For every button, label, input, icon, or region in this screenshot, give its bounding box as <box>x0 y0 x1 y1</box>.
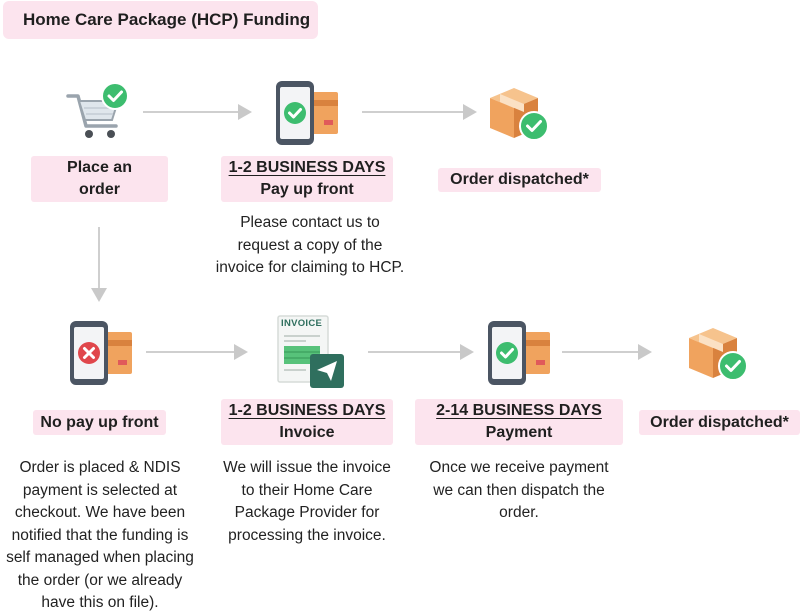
invoice-icon-text: INVOICE <box>281 318 323 329</box>
desc-line: payment is selected at <box>22 481 178 499</box>
label-payment: 2-14 BUSINESS DAYS Payment <box>415 399 623 445</box>
phone-card-check-icon <box>276 81 338 145</box>
no-pay-up-front-description: Order is placed & NDIS payment is select… <box>0 457 200 613</box>
label-order-dispatched-bottom: Order dispatched* <box>639 410 800 435</box>
desc-line: Please contact us to <box>240 214 380 231</box>
desc-line: request a copy of the <box>237 236 383 254</box>
desc-line: self managed when placing <box>6 549 194 566</box>
label-order-dispatched-top: Order dispatched* <box>438 168 601 192</box>
invoice-label: Invoice <box>279 424 335 441</box>
pay-up-front-label: Pay up front <box>260 181 354 198</box>
label-place-order-line2: order <box>79 181 120 198</box>
cart-check-icon <box>66 82 129 138</box>
phone-card-cross-icon <box>70 321 132 385</box>
desc-line: Once we receive payment <box>429 459 609 476</box>
box-check-icon <box>490 88 549 141</box>
box-check-icon <box>689 328 748 381</box>
invoice-send-icon: INVOICE <box>276 314 346 390</box>
label-no-pay-up-front: No pay up front <box>33 410 166 435</box>
desc-line: notified that the funding is <box>11 526 189 544</box>
no-pay-up-front-text: No pay up front <box>40 413 159 431</box>
order-dispatched-top-text: Order dispatched* <box>450 171 589 188</box>
payment-label: Payment <box>485 424 553 441</box>
desc-line: we can then dispatch the <box>433 481 605 499</box>
label-place-order: Place an order <box>31 156 168 202</box>
payment-description: Once we receive payment we can then disp… <box>414 457 624 525</box>
order-dispatched-bottom-text: Order dispatched* <box>650 413 789 431</box>
payment-heading: 2-14 BUSINESS DAYS <box>436 402 602 419</box>
invoice-description: We will issue the invoice to their Home … <box>206 457 408 547</box>
desc-line: the order (or we already <box>17 571 183 589</box>
pay-up-front-description: Please contact us to request a copy of t… <box>196 212 424 280</box>
desc-line: We will issue the invoice <box>223 459 391 476</box>
desc-line: to their Home Care <box>241 481 373 499</box>
desc-line: Package Provider for <box>234 504 380 521</box>
desc-line: checkout. We have been <box>14 504 186 521</box>
desc-line: processing the invoice. <box>228 526 386 544</box>
pay-up-front-heading: 1-2 BUSINESS DAYS <box>228 159 386 176</box>
label-invoice: 1-2 BUSINESS DAYS Invoice <box>221 399 393 445</box>
label-pay-up-front: 1-2 BUSINESS DAYS Pay up front <box>221 156 393 202</box>
desc-line: Order is placed & NDIS <box>19 459 181 476</box>
desc-line: invoice for claiming to HCP. <box>215 259 405 276</box>
invoice-heading: 1-2 BUSINESS DAYS <box>228 402 386 419</box>
desc-line: have this on file). <box>41 594 159 611</box>
desc-line: order. <box>499 504 539 521</box>
phone-card-check-icon <box>488 321 550 385</box>
page-title: Home Care Package (HCP) Funding <box>3 1 318 39</box>
label-place-order-line1: Place an <box>67 159 132 176</box>
